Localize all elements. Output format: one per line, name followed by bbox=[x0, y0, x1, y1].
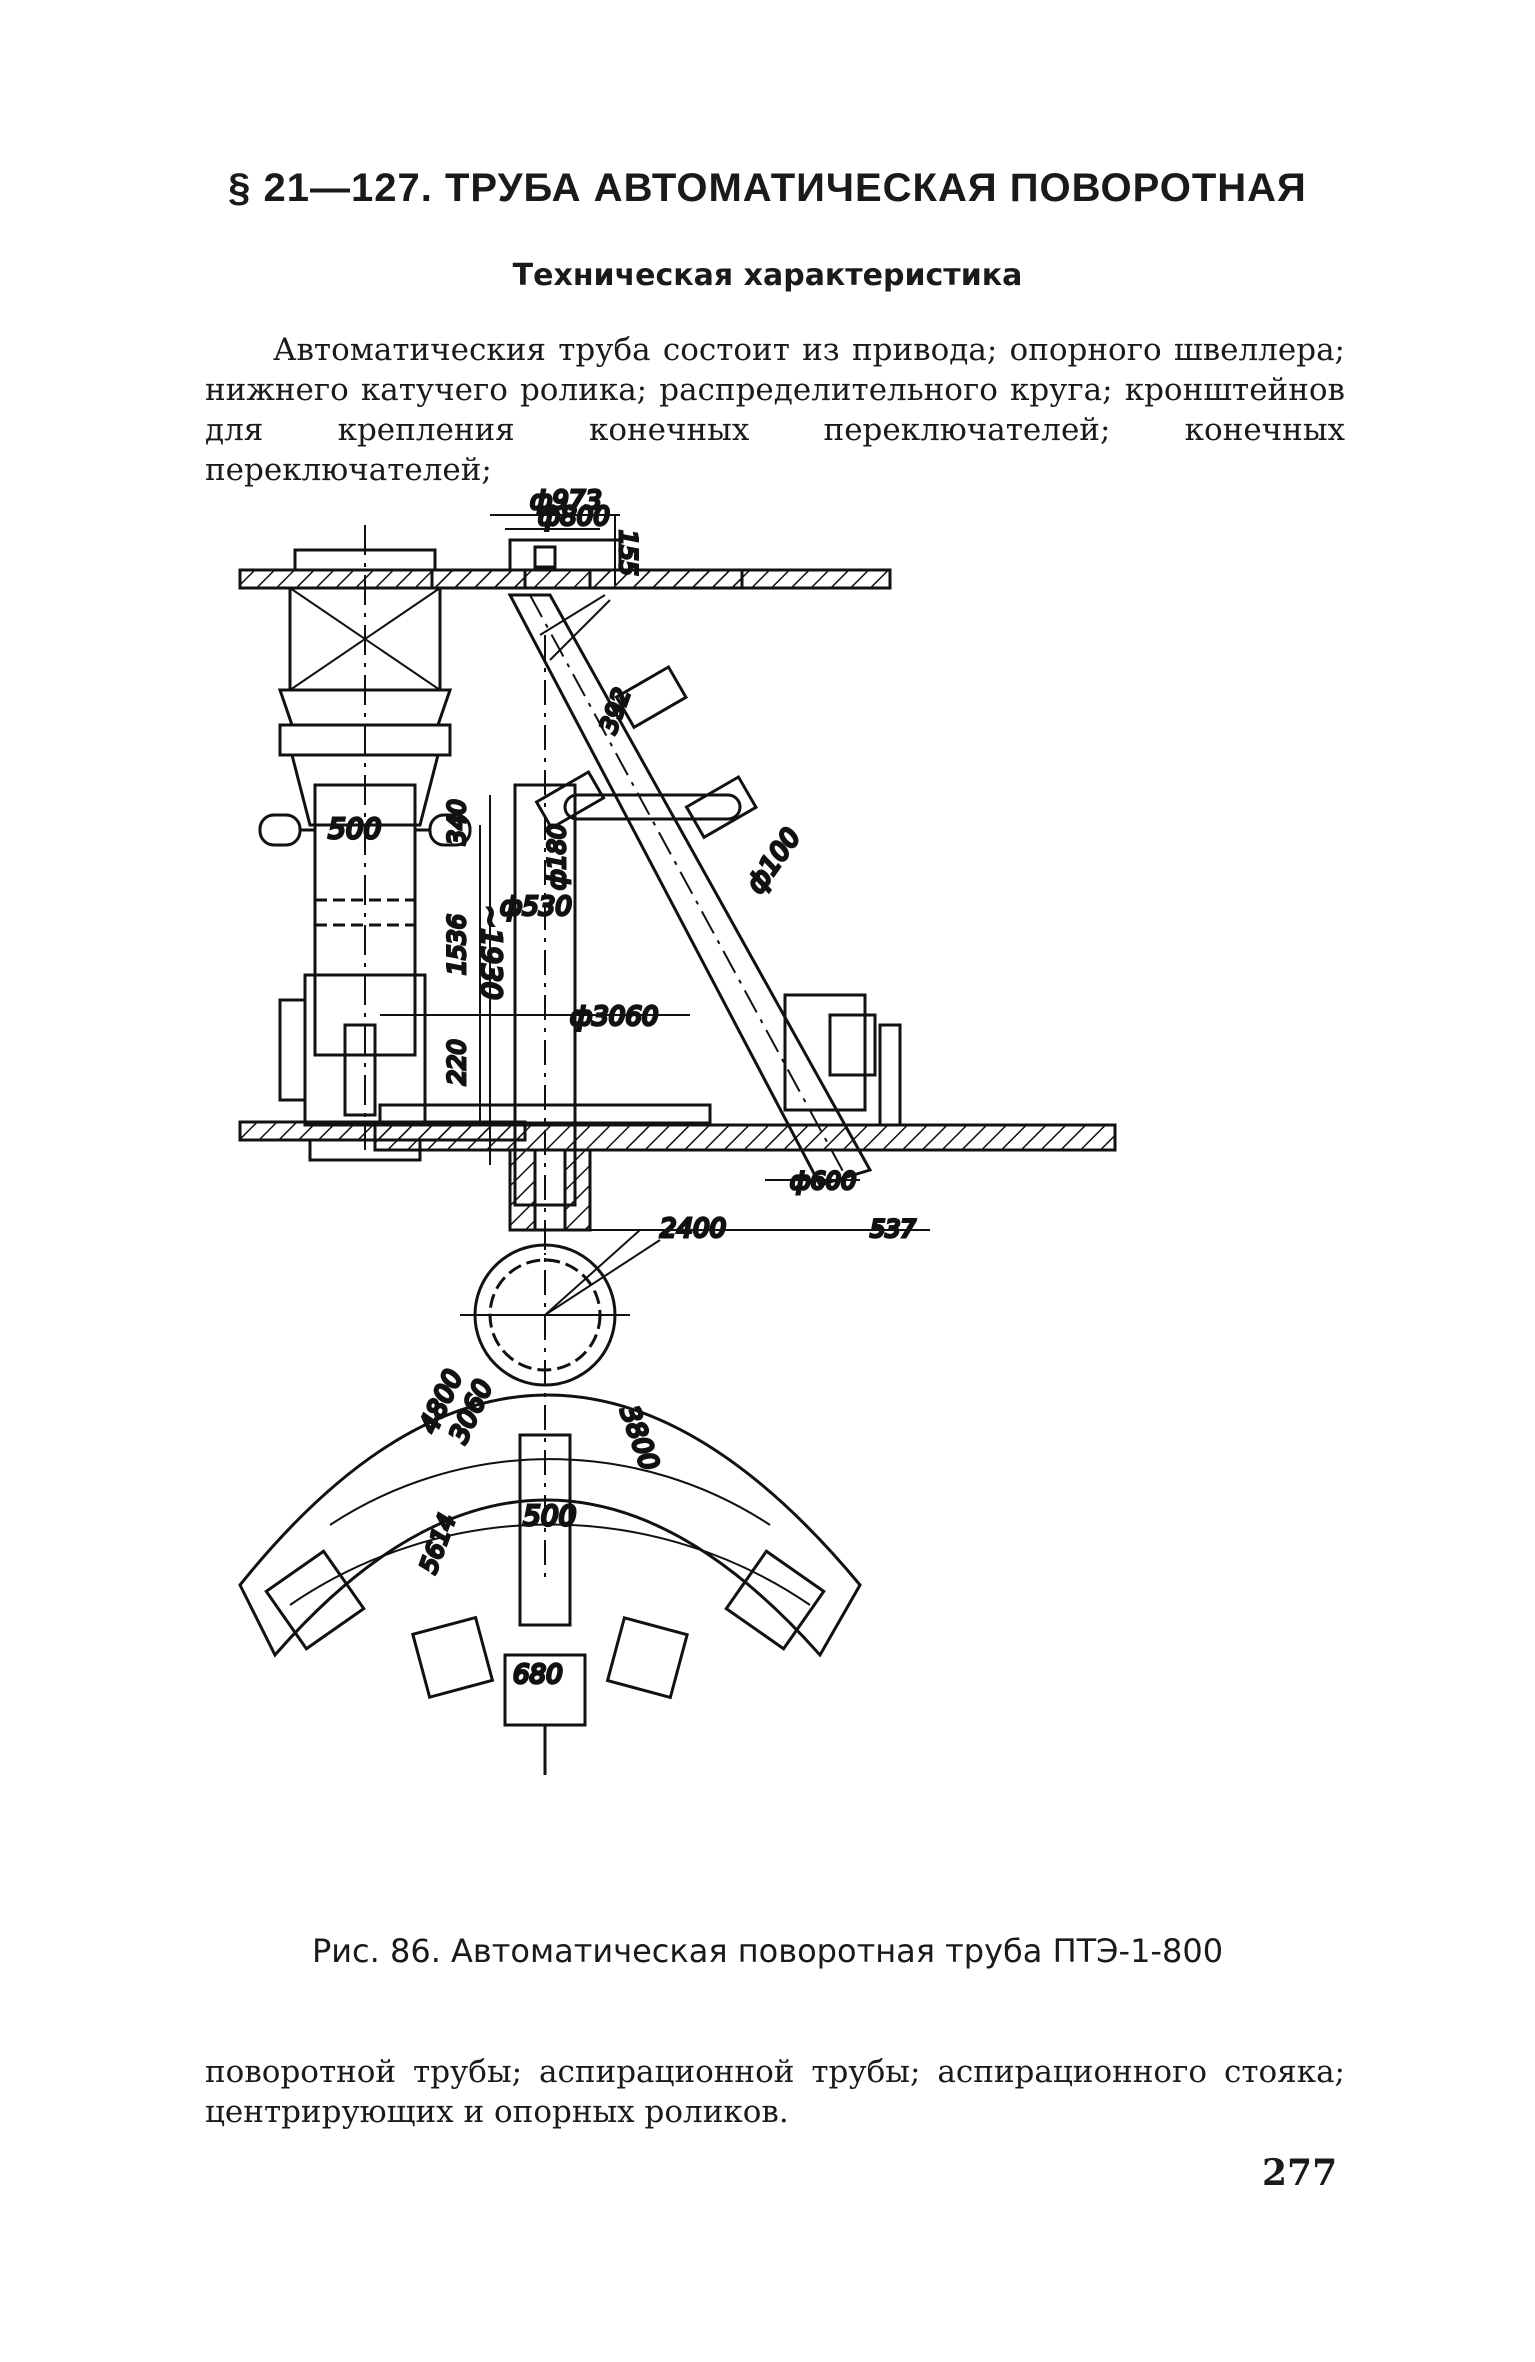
paragraph-bottom: поворотной трубы; аспирационной трубы; а… bbox=[205, 2052, 1345, 2132]
side-view: 500 ~1930 bbox=[238, 525, 527, 1162]
plan-view: 4800 3060 3800 5614 500 680 bbox=[238, 1225, 862, 1775]
dim-530: ф530 bbox=[500, 892, 572, 922]
dim-973: ф973 bbox=[530, 486, 602, 516]
dim-3800: 3800 bbox=[613, 1402, 664, 1474]
dim-800: ф800 bbox=[538, 502, 610, 532]
dim-392: 392 bbox=[594, 684, 636, 737]
elevation-view: ф973 ф800 155 392 ф180 ф100 340 1536 ф53… bbox=[373, 485, 1117, 1255]
dim-2400: 2400 bbox=[660, 1214, 726, 1244]
dim-537: 537 bbox=[870, 1215, 917, 1243]
section-heading: § 21—127. ТРУБА АВТОМАТИЧЕСКАЯ ПОВОРОТНА… bbox=[228, 166, 1307, 210]
paragraph-line: поворотной трубы; аспирационной трубы; а… bbox=[205, 2054, 1345, 2090]
technical-drawing: 500 ~1930 ф973 ф800 155 392 ф180 bbox=[238, 485, 1117, 1775]
rollers bbox=[264, 1549, 826, 1700]
dim-1930: ~1930 bbox=[475, 905, 508, 1000]
dim-155: 155 bbox=[614, 530, 642, 576]
paragraph-top: Автоматическия труба состоит из привода;… bbox=[205, 330, 1345, 490]
dim-340: 340 bbox=[443, 799, 471, 845]
paragraph-line: для крепления конечных переключателей; к… bbox=[205, 412, 1345, 488]
dim-100: ф100 bbox=[741, 823, 807, 899]
dim-3060: ф3060 bbox=[570, 1002, 658, 1032]
paragraph-line: центрирующих и опорных роликов. bbox=[205, 2094, 789, 2130]
paragraph-line: Автоматическия труба состоит из привода;… bbox=[273, 332, 1345, 368]
paragraph-line: нижнего катучего ролика; распределительн… bbox=[205, 372, 1345, 408]
figure-caption: Рис. 86. Автоматическая поворотная труба… bbox=[311, 1932, 1224, 1970]
dim-680: 680 bbox=[513, 1660, 563, 1690]
dim-220: 220 bbox=[443, 1039, 471, 1085]
page-number: 277 bbox=[1262, 2152, 1338, 2194]
dim-180: ф180 bbox=[543, 824, 571, 890]
dim-1536: 1536 bbox=[443, 914, 471, 975]
dim-500-plan: 500 bbox=[523, 1499, 576, 1532]
dim-500-side: 500 bbox=[328, 812, 381, 845]
subheading: Техническая характеристика bbox=[512, 258, 1023, 293]
dim-600: ф600 bbox=[790, 1167, 856, 1195]
